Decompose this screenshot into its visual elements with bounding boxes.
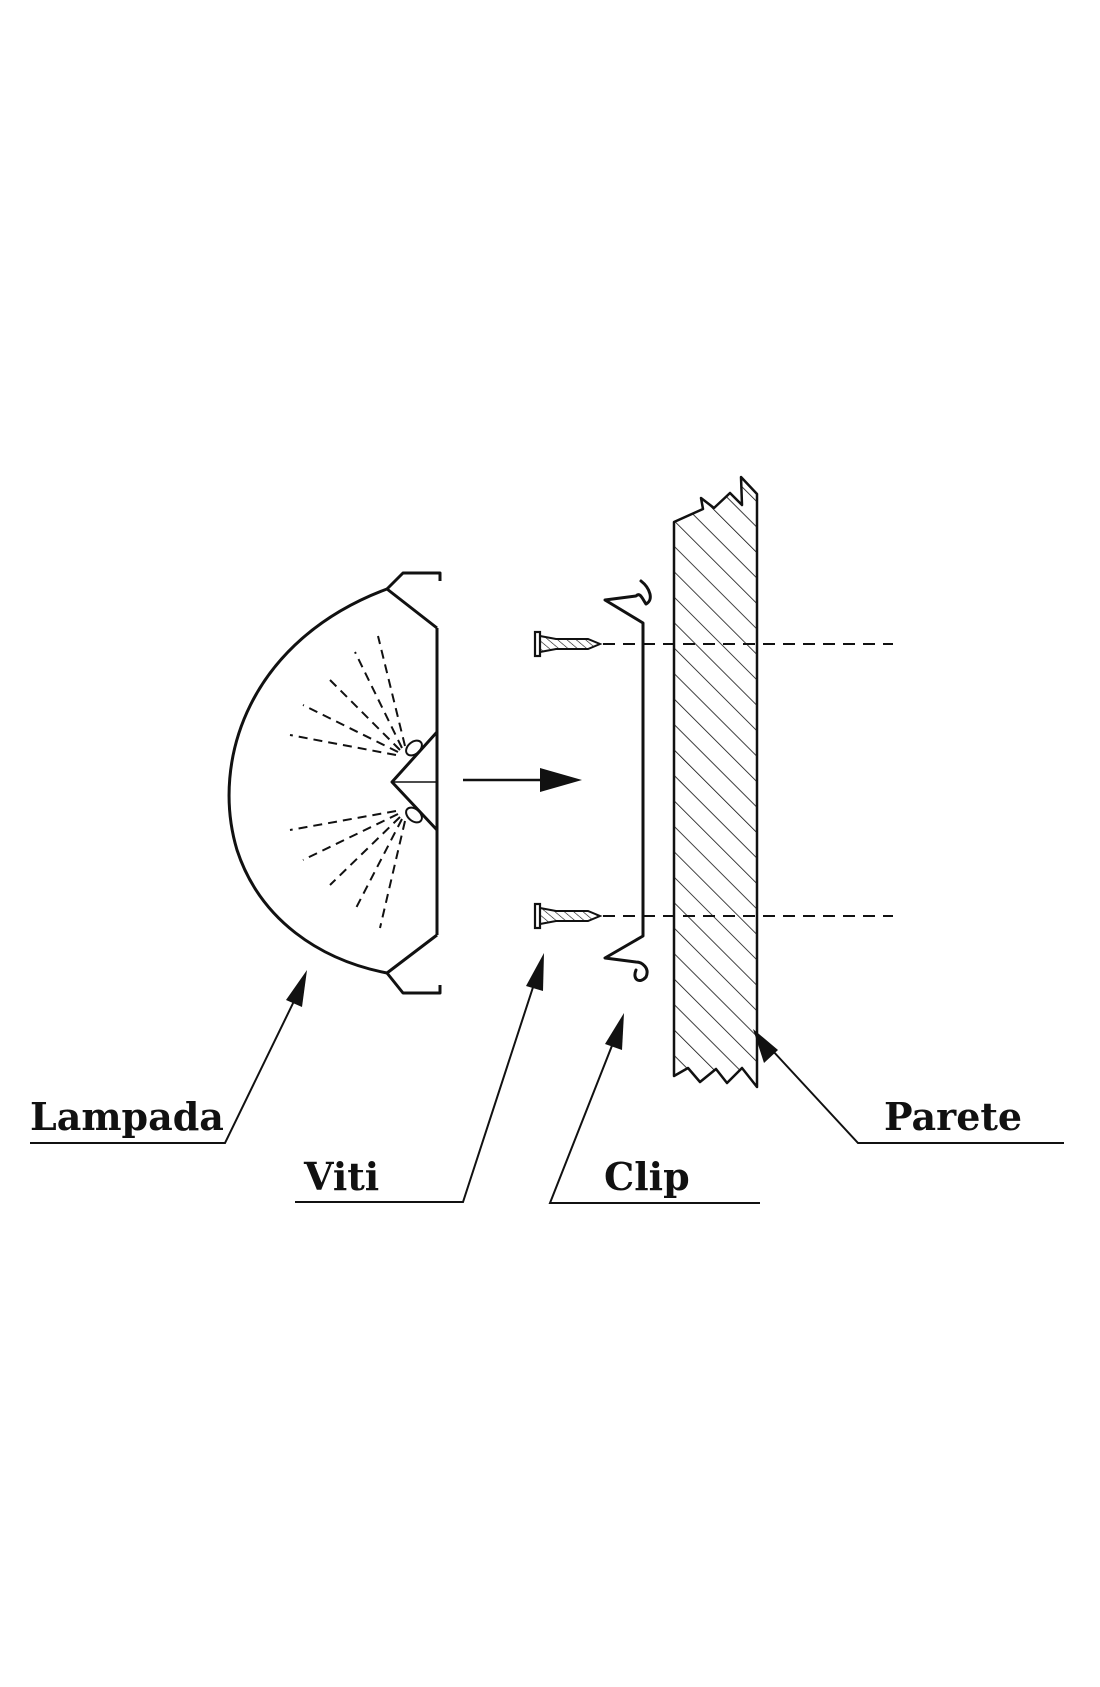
lamp-reflector xyxy=(390,730,439,832)
label-parete: Parete xyxy=(884,1094,1022,1139)
label-lampada: Lampada xyxy=(30,1094,224,1139)
leader-clip xyxy=(548,1013,760,1204)
wall-section xyxy=(672,475,759,1089)
lamp-top-bracket xyxy=(385,571,442,630)
leader-parete xyxy=(753,1029,1064,1144)
light-rays-lower xyxy=(289,810,406,929)
mounting-direction-arrow xyxy=(463,768,582,792)
lamp-bottom-bracket xyxy=(385,933,442,995)
clip xyxy=(603,579,652,982)
label-viti: Viti xyxy=(303,1154,379,1199)
leader-lampada xyxy=(30,970,307,1144)
screw-bottom xyxy=(533,902,603,930)
screw-top xyxy=(533,630,603,658)
lamp-dome xyxy=(227,587,388,975)
label-clip: Clip xyxy=(604,1154,690,1199)
bulb-icon xyxy=(405,739,423,757)
wall xyxy=(672,475,759,1089)
lamp xyxy=(227,571,442,995)
leader-viti xyxy=(295,953,544,1203)
light-rays-upper xyxy=(289,635,406,756)
clip-profile xyxy=(603,579,652,982)
bulb-icon xyxy=(405,806,423,824)
